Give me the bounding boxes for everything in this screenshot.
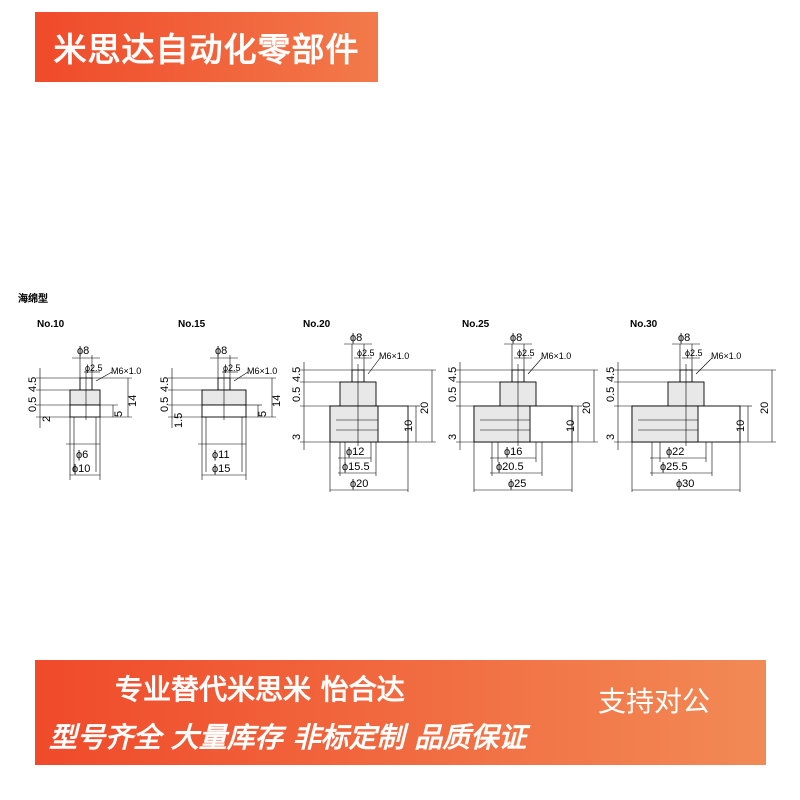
dim-0-5: 0.5 bbox=[605, 387, 617, 402]
dim-pad-height: 3 bbox=[291, 434, 303, 440]
model-no30: No.30 ϕ8 ϕ2.5 M6×1.0 0.5 4.5 3 20 10 bbox=[605, 319, 776, 492]
port-diameter: ϕ2.5 bbox=[357, 348, 375, 358]
outer-diameter: ϕ25 bbox=[508, 478, 526, 490]
mid-diameter: ϕ15.5 bbox=[342, 461, 370, 473]
top-banner-title: 米思达自动化零部件 bbox=[53, 30, 360, 69]
outer-diameter: ϕ30 bbox=[676, 478, 694, 490]
dim-0-5: 0.5 bbox=[27, 397, 39, 412]
dim-pad-height: 3 bbox=[447, 434, 459, 440]
dim-4-5: 4.5 bbox=[605, 367, 617, 382]
dim-body-height: 5 bbox=[113, 411, 125, 417]
dim-0-5: 0.5 bbox=[447, 387, 459, 402]
model-no25: No.25 ϕ8 ϕ2.5 M6×1.0 0.5 4.5 3 20 10 bbox=[447, 319, 598, 492]
inner-diameter: ϕ12 bbox=[346, 446, 364, 458]
mid-diameter: ϕ25.5 bbox=[660, 461, 688, 473]
thread-size: M6×1.0 bbox=[541, 351, 571, 361]
model-name: No.10 bbox=[37, 319, 65, 330]
port-diameter: ϕ2.5 bbox=[685, 348, 703, 358]
inner-diameter: ϕ22 bbox=[666, 446, 684, 458]
body bbox=[69, 389, 101, 406]
type-label: 海绵型 bbox=[18, 292, 48, 305]
thread-size: M6×1.0 bbox=[247, 366, 277, 376]
technical-drawing: 海绵型 No.10 ϕ8 ϕ2.5 M6×1.0 0.5 4.5 2 14 5 bbox=[18, 292, 776, 492]
top-banner: 米思达自动化零部件 bbox=[35, 12, 378, 82]
body bbox=[329, 405, 379, 443]
banner-features: 型号齐全 大量库存 非标定制 品质保证 bbox=[49, 721, 527, 754]
banner-payment-note: 支持对公 bbox=[598, 685, 711, 718]
body bbox=[473, 405, 531, 443]
stem-diameter: ϕ8 bbox=[215, 345, 227, 357]
stem-diameter: ϕ8 bbox=[350, 332, 362, 344]
model-no10: No.10 ϕ8 ϕ2.5 M6×1.0 0.5 4.5 2 14 5 bbox=[27, 319, 141, 480]
dim-total-height: 20 bbox=[419, 402, 431, 414]
body bbox=[631, 405, 699, 443]
port-diameter: ϕ2.5 bbox=[517, 348, 535, 358]
thread-size: M6×1.0 bbox=[111, 366, 141, 376]
stem-diameter: ϕ8 bbox=[678, 332, 690, 344]
dim-total-height: 14 bbox=[127, 395, 139, 407]
outer-diameter: ϕ20 bbox=[350, 478, 368, 490]
dim-total-height: 20 bbox=[759, 402, 771, 414]
model-name: No.20 bbox=[303, 319, 331, 330]
model-no20: No.20 ϕ8 ϕ2.5 M6×1.0 0.5 4.5 3 20 10 bbox=[291, 319, 436, 492]
dim-0-5: 0.5 bbox=[159, 397, 171, 412]
inner-diameter: ϕ11 bbox=[212, 449, 230, 461]
dim-body-height: 10 bbox=[735, 420, 747, 432]
thread-size: M6×1.0 bbox=[379, 351, 409, 361]
model-name: No.15 bbox=[178, 319, 206, 330]
dim-4-5: 4.5 bbox=[27, 377, 39, 392]
dim-body-height: 10 bbox=[403, 420, 415, 432]
dim-total-height: 20 bbox=[581, 402, 593, 414]
dim-body-height: 10 bbox=[565, 420, 577, 432]
sponge-pad bbox=[69, 404, 101, 418]
dim-4-5: 4.5 bbox=[291, 367, 303, 382]
dim-0-5: 0.5 bbox=[291, 387, 303, 402]
dim-total-height: 14 bbox=[271, 395, 283, 407]
dim-pad-height: 3 bbox=[605, 434, 617, 440]
outer-diameter: ϕ10 bbox=[72, 463, 90, 475]
banner-slogan: 专业替代米思米 怡合达 bbox=[115, 673, 405, 706]
stem-diameter: ϕ8 bbox=[510, 332, 522, 344]
inner-diameter: ϕ6 bbox=[76, 449, 88, 461]
dim-pad-height: 1.5 bbox=[173, 413, 185, 428]
model-no15: No.15 ϕ8 ϕ2.5 M6×1.0 0.5 4.5 1.5 14 5 ϕ1… bbox=[159, 319, 283, 480]
model-name: No.25 bbox=[462, 319, 490, 330]
model-name: No.30 bbox=[630, 319, 658, 330]
bottom-banner: 专业替代米思米 怡合达 型号齐全 大量库存 非标定制 品质保证 支持对公 bbox=[35, 660, 766, 765]
thread-size: M6×1.0 bbox=[711, 351, 741, 361]
outer-diameter: ϕ15 bbox=[212, 463, 230, 475]
port-diameter: ϕ2.5 bbox=[85, 363, 103, 373]
dim-4-5: 4.5 bbox=[159, 377, 171, 392]
dim-pad-height: 2 bbox=[41, 416, 53, 422]
dim-4-5: 4.5 bbox=[447, 367, 459, 382]
mid-diameter: ϕ20.5 bbox=[496, 461, 524, 473]
dim-body-height: 5 bbox=[257, 411, 269, 417]
inner-diameter: ϕ16 bbox=[504, 446, 522, 458]
stem-diameter: ϕ8 bbox=[77, 345, 89, 357]
port-diameter: ϕ2.5 bbox=[223, 363, 241, 373]
